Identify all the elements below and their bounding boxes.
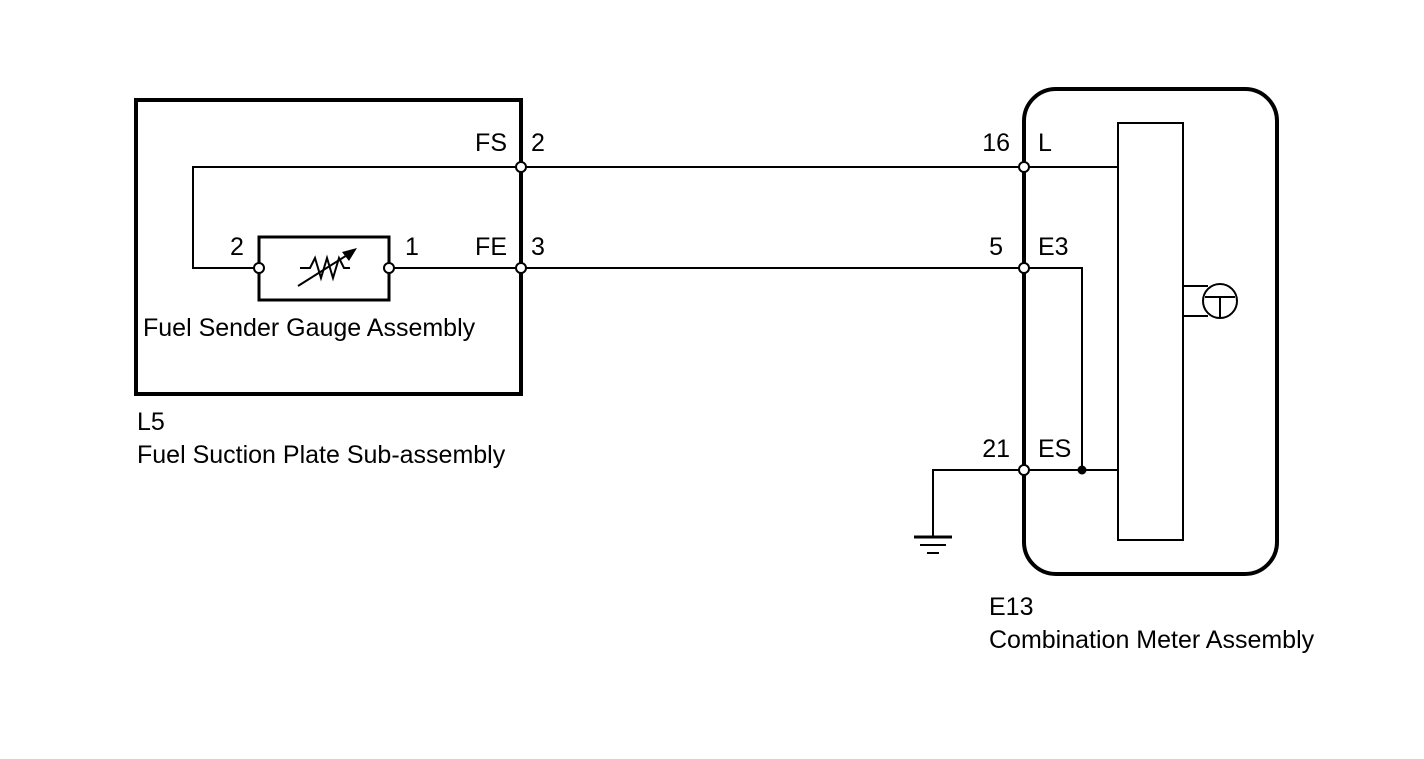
variable-resistor-icon — [257, 235, 391, 302]
meter-pin-e3-label: E3 — [1038, 233, 1069, 261]
pin-fe-number: 3 — [531, 233, 545, 261]
suction-plate-name: Fuel Suction Plate Sub-assembly — [137, 441, 506, 469]
suction-plate-code: L5 — [137, 408, 165, 436]
gauge-module — [1117, 122, 1184, 541]
meter-housing — [1022, 87, 1279, 576]
meter-pin-l-label: L — [1038, 129, 1052, 157]
meter-pin-es-label: ES — [1038, 435, 1071, 463]
sender-terminal-1 — [383, 262, 395, 274]
sender-terminal-2 — [253, 262, 265, 274]
meter-pin-e3 — [1018, 262, 1030, 274]
pin-fs-label: FS — [475, 129, 507, 157]
sender-terminal-2-label: 2 — [230, 233, 244, 261]
wires — [192, 166, 1208, 536]
meter-pin-5-number: 5 — [989, 233, 1003, 261]
suction-plate-box — [134, 98, 523, 396]
splice-dot — [1077, 465, 1087, 475]
pin-fs-number: 2 — [531, 129, 545, 157]
meter-code: E13 — [989, 593, 1033, 621]
fuel-gauge-icon — [1202, 283, 1238, 319]
meter-pin-es — [1018, 464, 1030, 476]
meter-pin-21-number: 21 — [982, 435, 1010, 463]
meter-name: Combination Meter Assembly — [989, 626, 1315, 654]
sender-terminal-1-label: 1 — [405, 233, 419, 261]
pin-fe-label: FE — [475, 233, 507, 261]
connector-pin-fe — [515, 262, 527, 274]
connector-pin-fs — [515, 161, 527, 173]
meter-pin-l — [1018, 161, 1030, 173]
meter-pin-16-number: 16 — [982, 129, 1010, 157]
ground-icon — [914, 535, 952, 554]
sender-name: Fuel Sender Gauge Assembly — [143, 314, 476, 342]
